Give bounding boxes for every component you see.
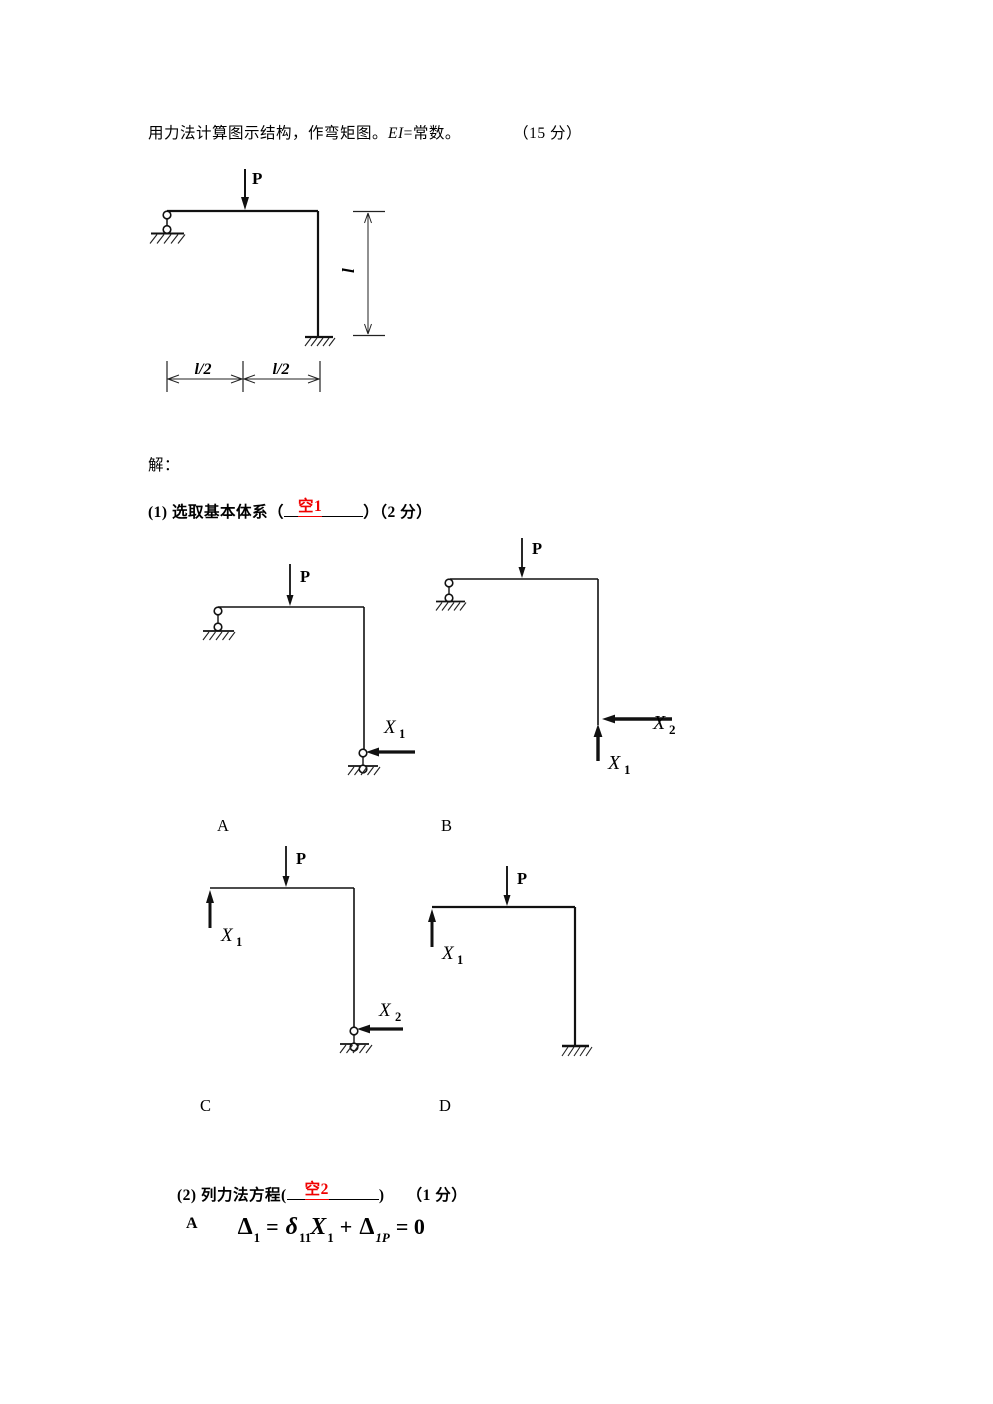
support-hatching bbox=[435, 602, 467, 611]
fixed-support bbox=[304, 335, 336, 347]
q2-close-paren: ) bbox=[378, 1187, 385, 1204]
force-x1-subscript: 1 bbox=[624, 762, 631, 777]
force-x2-subscript: 2 bbox=[669, 722, 676, 737]
force-x1-subscript: 1 bbox=[399, 727, 405, 741]
q1-open-paren: （ bbox=[267, 504, 284, 521]
redundant-force-x1-arrow bbox=[206, 890, 214, 928]
q1-answer-blank: 空1 bbox=[283, 498, 364, 517]
force-x1-label: X bbox=[383, 717, 397, 738]
force-x2-subscript: 2 bbox=[395, 1010, 401, 1024]
support-hatching bbox=[347, 766, 381, 776]
option-d-letter: D bbox=[439, 1096, 451, 1115]
bottom-roller-support bbox=[347, 748, 381, 776]
load-arrow bbox=[503, 866, 511, 906]
option-letter: A bbox=[186, 1215, 198, 1232]
load-arrow bbox=[241, 169, 249, 210]
force-x1-subscript: 1 bbox=[236, 935, 242, 949]
fixed-support bbox=[561, 1044, 593, 1057]
load-arrow bbox=[286, 564, 294, 606]
eq-equals-zero: = 0 bbox=[395, 1214, 425, 1239]
support-hatching bbox=[202, 631, 236, 641]
option-b-letter: B bbox=[441, 816, 452, 835]
force-x1-label: X bbox=[220, 925, 234, 946]
option-c-letter: C bbox=[200, 1096, 211, 1115]
load-label: P bbox=[296, 849, 306, 868]
option-c-figure: X 1 P X 2 C bbox=[200, 846, 403, 1115]
eq-term-delta1p: Δ bbox=[359, 1214, 375, 1240]
main-structure-figure: P l l/2 l/2 bbox=[149, 169, 385, 392]
force-x1-label: X bbox=[607, 752, 621, 774]
option-a-letter: A bbox=[217, 816, 229, 835]
title-ei-symbol: EI bbox=[388, 125, 404, 142]
title-ei-constant: =常数。 bbox=[403, 125, 461, 142]
load-label: P bbox=[532, 539, 542, 558]
q2-prefix: (2) 列力法方程 bbox=[177, 1187, 281, 1204]
redundant-force-x1-arrow bbox=[428, 909, 436, 947]
half-span-dim-label: l/2 bbox=[195, 361, 212, 378]
eq-sub: 1 bbox=[253, 1229, 261, 1245]
title-text: 用力法计算图示结构，作弯矩图。 bbox=[148, 125, 389, 142]
support-hatching bbox=[304, 337, 336, 347]
q2-open-paren: ( bbox=[280, 1187, 287, 1204]
eq-term-delta11: δ bbox=[285, 1214, 298, 1240]
eq-sub: 1P bbox=[375, 1229, 390, 1245]
equation-line: A Δ1=δ11X1+Δ1P= 0 bbox=[186, 1214, 432, 1244]
redundant-force-x1-arrow bbox=[593, 724, 603, 761]
force-x2-label: X bbox=[378, 1000, 392, 1021]
solution-heading: 解： bbox=[148, 457, 181, 474]
left-link-support bbox=[149, 210, 186, 244]
half-span-dim-label: l/2 bbox=[273, 361, 290, 378]
q1-blank-label: 空1 bbox=[297, 498, 323, 517]
eq-term-delta1: Δ bbox=[237, 1214, 253, 1240]
force-x1-label: X bbox=[441, 943, 455, 964]
load-arrow bbox=[518, 538, 526, 578]
load-arrow bbox=[282, 846, 290, 887]
redundant-force-x2-arrow bbox=[602, 714, 672, 724]
eq-equals: = bbox=[266, 1214, 279, 1239]
redundant-force-x2-arrow bbox=[357, 1024, 403, 1034]
support-hatching bbox=[339, 1044, 373, 1054]
title-score: （15 分） bbox=[520, 125, 583, 142]
option-b-figure: P X 2 X 1 B bbox=[435, 538, 676, 835]
option-a-figure: P X 1 A bbox=[202, 564, 415, 835]
force-x2-label: X bbox=[652, 712, 666, 734]
horizontal-dimension bbox=[166, 361, 321, 392]
support-hatching bbox=[561, 1046, 593, 1057]
q1-score: （2 分） bbox=[379, 504, 433, 521]
q2-answer-blank: 空2 bbox=[286, 1181, 379, 1200]
q1-close-paren: ） bbox=[363, 504, 380, 521]
question-2-line: (2) 列力法方程( 空2) （1 分） bbox=[177, 1181, 467, 1205]
force-x1-subscript: 1 bbox=[457, 953, 463, 967]
load-label: P bbox=[517, 869, 527, 888]
q2-score: （1 分） bbox=[406, 1187, 468, 1204]
left-link-support bbox=[435, 578, 467, 611]
bottom-roller-support bbox=[339, 1026, 373, 1054]
eq-sub: 11 bbox=[298, 1229, 312, 1245]
load-label: P bbox=[252, 169, 262, 188]
eq-term-x1: X bbox=[310, 1214, 327, 1240]
redundant-force-x1-arrow bbox=[366, 747, 415, 757]
q1-prefix: (1) 选取基本体系 bbox=[148, 504, 268, 521]
vertical-dimension bbox=[353, 210, 385, 337]
load-label: P bbox=[300, 567, 310, 586]
option-d-figure: X 1 P D bbox=[428, 866, 593, 1115]
eq-plus: + bbox=[339, 1214, 353, 1239]
left-link-support bbox=[202, 606, 236, 641]
problem-title: 用力法计算图示结构，作弯矩图。EI=常数。 （15 分） bbox=[148, 121, 582, 143]
q2-blank-label: 空2 bbox=[304, 1181, 329, 1200]
eq-sub: 1 bbox=[327, 1229, 334, 1245]
support-hatching bbox=[149, 234, 186, 244]
force-method-equation: Δ1=δ11X1+Δ1P= 0 bbox=[237, 1214, 432, 1244]
question-1-line: (1) 选取基本体系（ 空1 ）（2 分） bbox=[148, 498, 432, 522]
height-dim-label: l bbox=[339, 268, 358, 273]
